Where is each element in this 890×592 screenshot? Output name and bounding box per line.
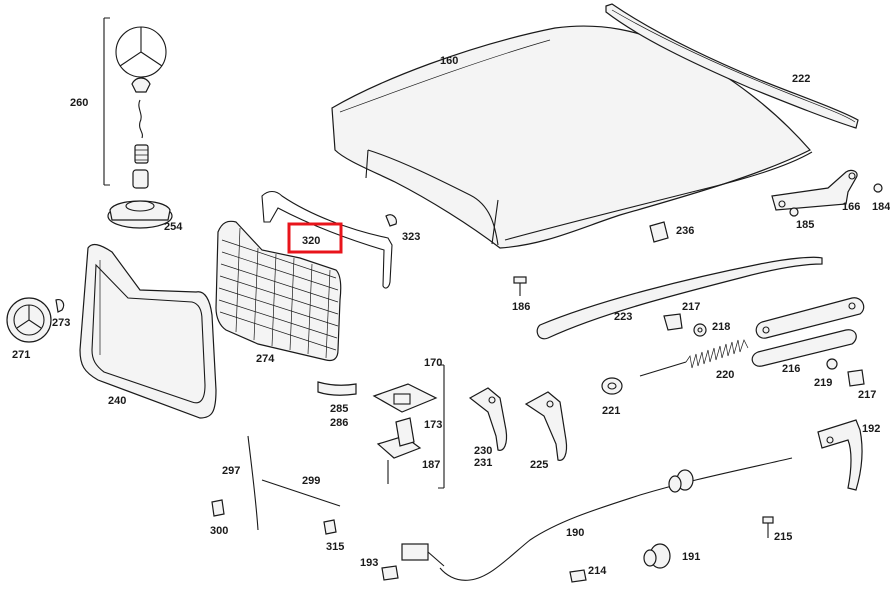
label-273: 273 (52, 317, 70, 329)
label-323: 323 (402, 231, 420, 243)
bracket-170 (438, 364, 445, 489)
clip-214 (569, 569, 587, 583)
label-223: 223 (614, 311, 632, 323)
label-173: 173 (424, 419, 442, 431)
grille-274 (215, 220, 342, 362)
label-217-top: 217 (682, 301, 700, 313)
clip-315 (323, 519, 337, 535)
emblem-base-254 (107, 200, 173, 229)
hood-seal-strip (605, 3, 859, 129)
cable-end-193 (381, 543, 445, 581)
label-240: 240 (108, 395, 126, 407)
lock-assembly-170 (372, 383, 438, 484)
grommet-191 (643, 543, 671, 569)
release-lever-192 (817, 419, 863, 491)
label-160: 160 (440, 55, 458, 67)
label-185: 185 (796, 219, 814, 231)
bolt-217b (847, 369, 865, 387)
label-230: 230 (474, 445, 492, 457)
clip-300 (211, 499, 225, 517)
label-170: 170 (424, 357, 442, 369)
latch-225 (524, 391, 568, 461)
label-219: 219 (814, 377, 832, 389)
label-193: 193 (360, 557, 378, 569)
label-187: 187 (422, 459, 440, 471)
grommet-221 (601, 377, 623, 395)
label-221: 221 (602, 405, 620, 417)
label-271: 271 (12, 349, 30, 361)
bracket-260 (103, 17, 110, 186)
label-300: 300 (210, 525, 228, 537)
radiator-shell-240 (79, 243, 217, 419)
label-166: 166 (842, 201, 860, 213)
release-cable-190 (439, 457, 793, 581)
label-218: 218 (712, 321, 730, 333)
washer-218 (693, 323, 707, 337)
hinge-arm-216 (751, 297, 865, 367)
highlight-box-320 (287, 222, 343, 254)
label-299: 299 (302, 475, 320, 487)
label-297: 297 (222, 465, 240, 477)
label-214: 214 (588, 565, 607, 577)
label-274: 274 (256, 353, 275, 365)
bushing-219 (826, 358, 838, 370)
label-231: 231 (474, 457, 492, 469)
label-216: 216 (782, 363, 800, 375)
nut-217 (663, 313, 683, 331)
hinge-bracket-166 (771, 169, 858, 211)
label-320: 320 (302, 235, 320, 247)
label-222: 222 (792, 73, 810, 85)
label-315: 315 (326, 541, 344, 553)
label-190: 190 (566, 527, 584, 539)
label-215: 215 (774, 531, 792, 543)
star-badge-271 (6, 297, 52, 343)
spring-220 (639, 339, 749, 377)
clip-285 (317, 381, 357, 396)
label-260: 260 (70, 97, 88, 109)
clip-236 (649, 221, 669, 243)
label-286: 286 (330, 417, 348, 429)
screw-215 (762, 516, 774, 538)
strip-223 (536, 256, 823, 340)
clip-273 (55, 299, 65, 313)
washer-185 (789, 207, 799, 217)
label-285: 285 (330, 403, 348, 415)
label-225: 225 (530, 459, 548, 471)
seal-strip-297 (247, 435, 259, 531)
label-236: 236 (676, 225, 694, 237)
nut-184 (873, 183, 883, 193)
bolt-186 (513, 276, 527, 296)
hood-part (331, 25, 813, 249)
label-217-bottom: 217 (858, 389, 876, 401)
label-191: 191 (682, 551, 700, 563)
seal-320 (261, 190, 393, 289)
latch-230 (468, 387, 508, 451)
label-254: 254 (164, 221, 183, 233)
rod-299 (261, 479, 341, 507)
label-220: 220 (716, 369, 734, 381)
label-192: 192 (862, 423, 880, 435)
label-184: 184 (872, 201, 890, 213)
clip-323 (385, 214, 397, 227)
label-186: 186 (512, 301, 530, 313)
hood-star-emblem (115, 26, 167, 189)
